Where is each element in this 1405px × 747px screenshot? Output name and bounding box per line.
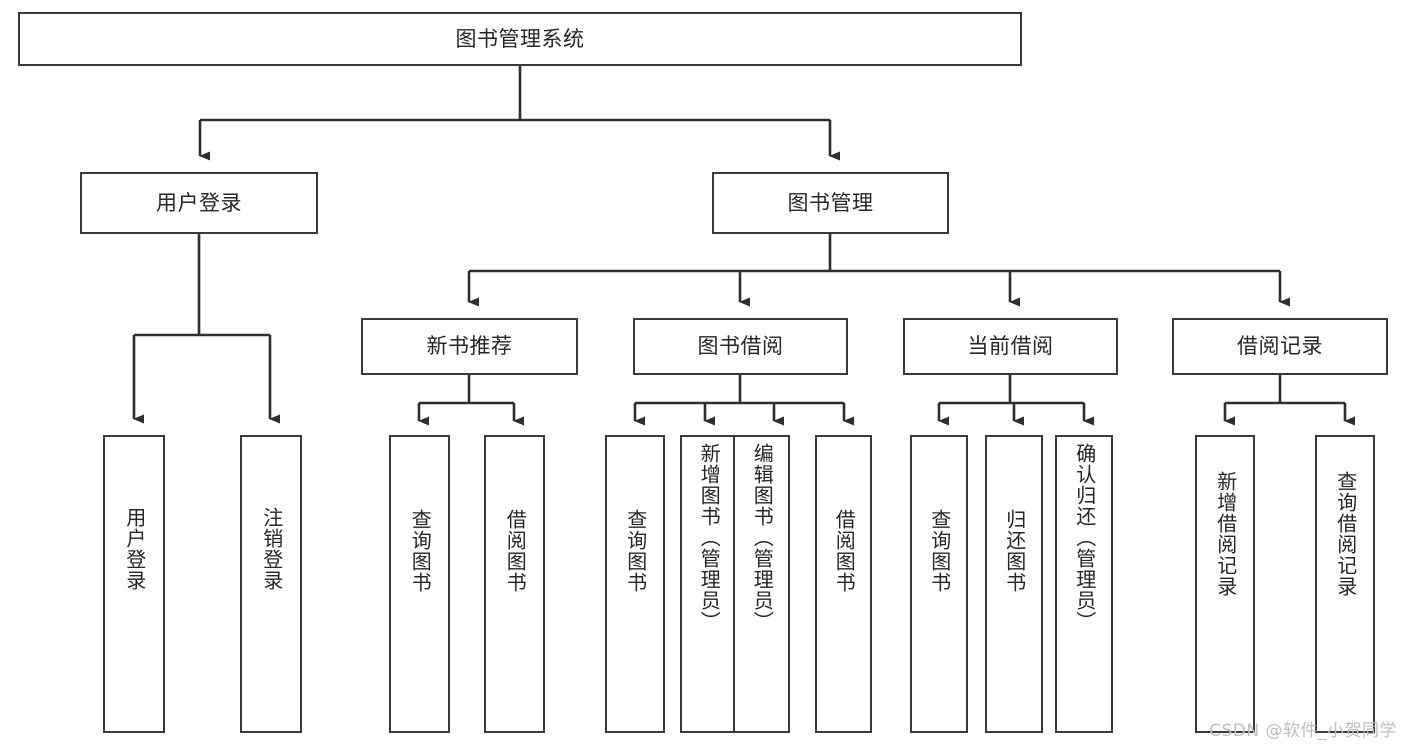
node-leaf-borrow-book-2-label: 借阅图书 (832, 509, 857, 593)
node-book-borrow[interactable]: 图书借阅 (633, 318, 848, 375)
node-new-book-recommend-label: 新书推荐 (426, 334, 513, 359)
node-leaf-query-record[interactable]: 查询借阅记录 (1315, 435, 1375, 733)
node-leaf-user-logout[interactable]: 注销登录 (240, 435, 302, 733)
node-root[interactable]: 图书管理系统 (18, 12, 1022, 66)
node-borrow-record[interactable]: 借阅记录 (1172, 318, 1388, 375)
node-book-management[interactable]: 图书管理 (712, 172, 949, 234)
node-leaf-query-book-3-label: 查询图书 (927, 509, 952, 593)
node-leaf-query-book-1-label: 查询图书 (408, 509, 433, 593)
node-leaf-query-record-label: 查询借阅记录 (1333, 471, 1358, 597)
node-leaf-user-login[interactable]: 用户登录 (103, 435, 165, 733)
node-leaf-query-book-3[interactable]: 查询图书 (910, 435, 968, 733)
node-leaf-confirm-return[interactable]: 确认归还（管理员） (1055, 435, 1113, 733)
node-user-login[interactable]: 用户登录 (80, 172, 318, 234)
node-leaf-add-record[interactable]: 新增借阅记录 (1195, 435, 1255, 733)
node-book-management-label: 图书管理 (787, 190, 874, 215)
node-leaf-return-book[interactable]: 归还图书 (985, 435, 1043, 733)
node-leaf-add-book[interactable]: 新增图书（管理员） (680, 435, 737, 733)
node-current-borrow[interactable]: 当前借阅 (903, 318, 1118, 375)
node-leaf-borrow-book-2[interactable]: 借阅图书 (815, 435, 872, 733)
node-leaf-edit-book-label: 编辑图书（管理员） (750, 443, 775, 632)
node-borrow-record-label: 借阅记录 (1237, 334, 1323, 359)
node-user-login-label: 用户登录 (156, 190, 242, 215)
node-root-label: 图书管理系统 (455, 26, 585, 51)
node-leaf-borrow-book-1-label: 借阅图书 (503, 509, 528, 593)
node-leaf-user-login-label: 用户登录 (122, 507, 147, 591)
node-current-borrow-label: 当前借阅 (967, 334, 1054, 359)
node-leaf-borrow-book-1[interactable]: 借阅图书 (484, 435, 545, 733)
node-leaf-add-record-label: 新增借阅记录 (1213, 471, 1238, 597)
node-leaf-confirm-return-label: 确认归还（管理员） (1072, 443, 1097, 632)
node-leaf-return-book-label: 归还图书 (1002, 509, 1027, 593)
node-new-book-recommend[interactable]: 新书推荐 (361, 318, 578, 375)
csdn-watermark: CSDN @软件_小贺同学 (1209, 721, 1397, 741)
node-leaf-add-book-label: 新增图书（管理员） (697, 443, 722, 632)
node-leaf-user-logout-label: 注销登录 (259, 507, 284, 591)
node-leaf-query-book-2-label: 查询图书 (623, 509, 648, 593)
node-leaf-query-book-2[interactable]: 查询图书 (605, 435, 665, 733)
node-leaf-query-book-1[interactable]: 查询图书 (389, 435, 450, 733)
node-leaf-edit-book[interactable]: 编辑图书（管理员） (733, 435, 790, 733)
node-book-borrow-label: 图书借阅 (697, 334, 784, 359)
